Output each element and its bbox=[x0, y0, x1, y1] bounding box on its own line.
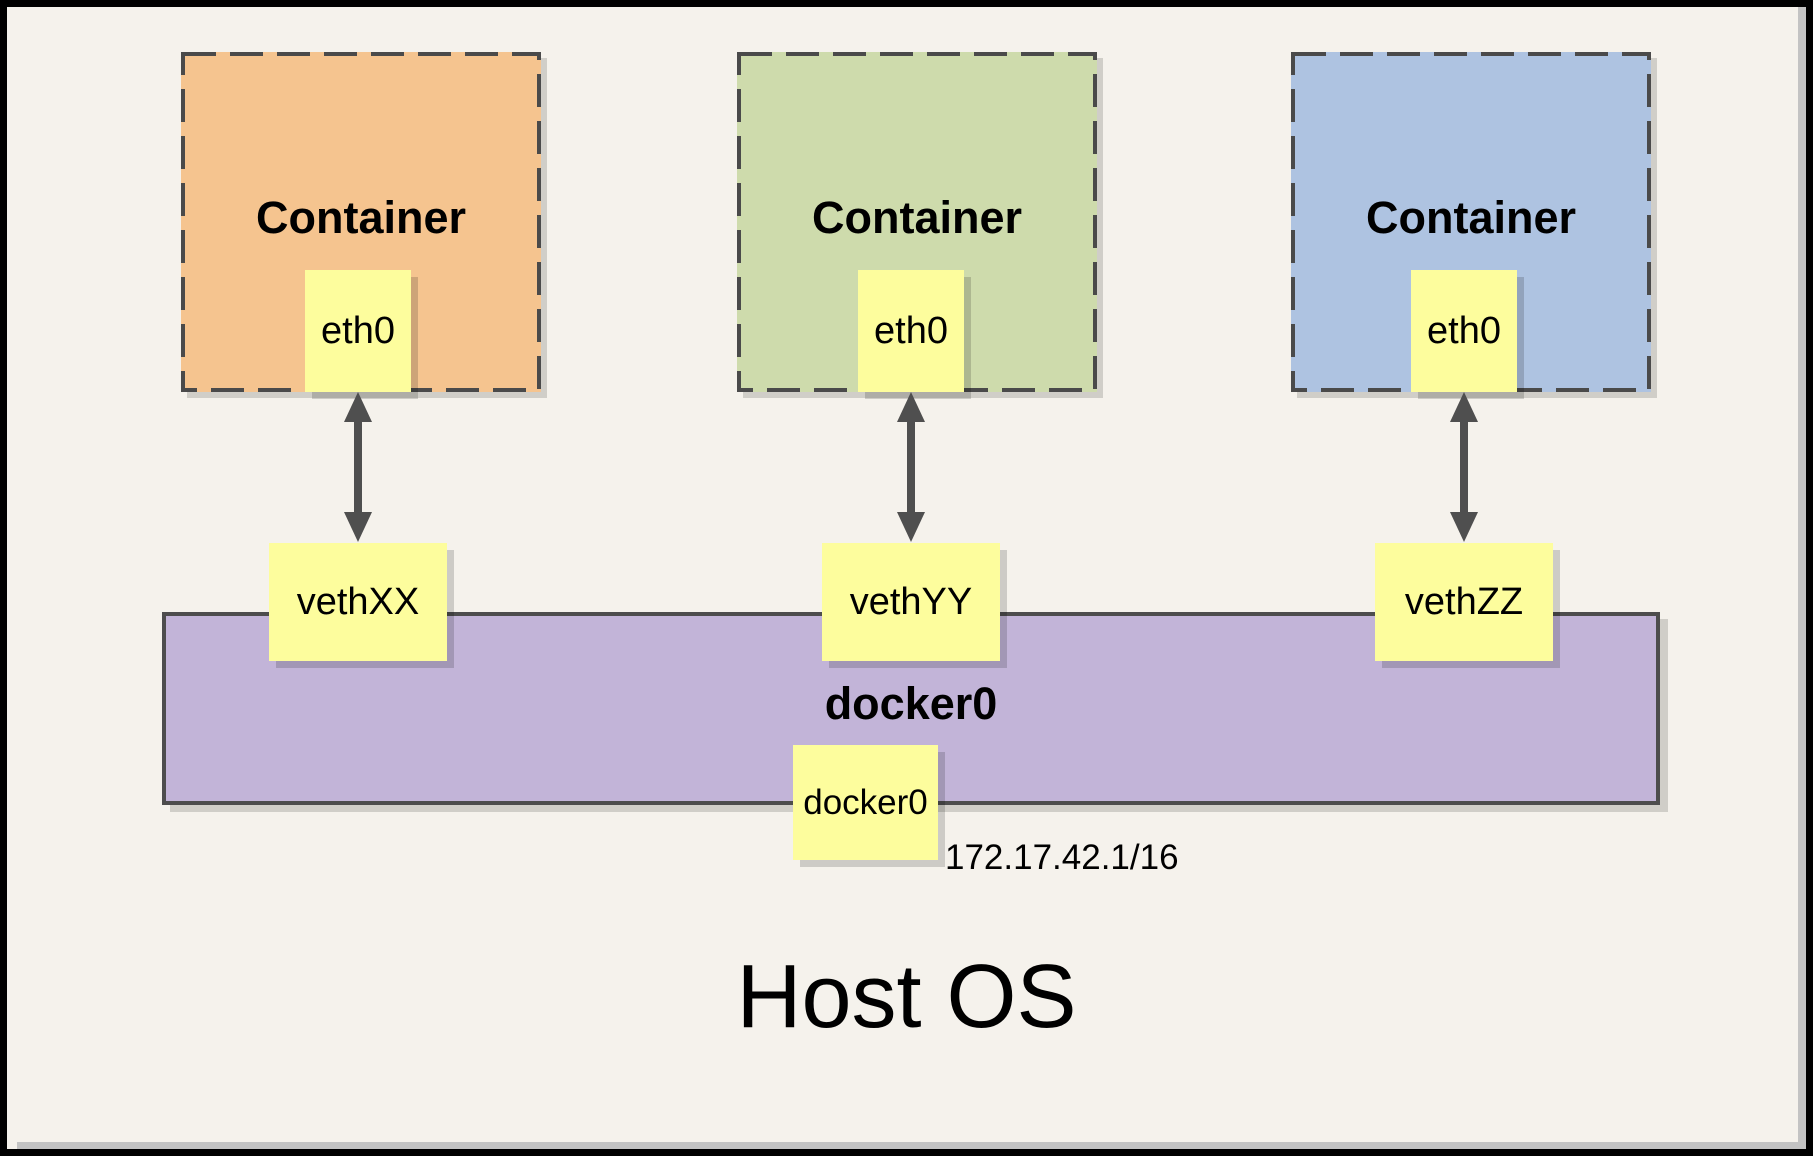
veth-label: vethXX bbox=[296, 581, 420, 623]
container-title: Container bbox=[1365, 192, 1576, 243]
docker0-label: docker0 bbox=[803, 783, 928, 822]
eth0-interface-box: eth0 bbox=[305, 270, 411, 392]
container-title: Container bbox=[811, 192, 1022, 243]
veth-label: vethZZ bbox=[1404, 581, 1524, 623]
veth-interface-box: vethXX bbox=[269, 543, 447, 661]
eth0-label: eth0 bbox=[321, 310, 395, 352]
frame-shadow-bottom bbox=[17, 1142, 1806, 1149]
container-box-1: Container eth0 bbox=[181, 52, 541, 392]
eth0-veth-arrow-icon bbox=[1450, 392, 1478, 542]
veth-interface-box: vethZZ bbox=[1375, 543, 1553, 661]
frame-shadow-right bbox=[1798, 7, 1806, 1149]
container-box-3: Container eth0 bbox=[1291, 52, 1651, 392]
eth0-veth-arrow-icon bbox=[897, 392, 925, 542]
host-os-label: Host OS bbox=[736, 947, 1077, 1047]
eth0-interface-box: eth0 bbox=[858, 270, 964, 392]
bridge-ip-address: 172.17.42.1/16 bbox=[945, 838, 1179, 877]
veth-interface-box: vethYY bbox=[822, 543, 1000, 661]
docker0-bridge-label: docker0 bbox=[824, 678, 998, 729]
eth0-label: eth0 bbox=[1427, 310, 1501, 352]
docker0-interface-box: docker0 bbox=[793, 745, 938, 860]
veth-label: vethYY bbox=[849, 581, 973, 623]
eth0-interface-box: eth0 bbox=[1411, 270, 1517, 392]
container-title: Container bbox=[255, 192, 466, 243]
container-box-2: Container eth0 bbox=[737, 52, 1097, 392]
eth0-veth-arrow-icon bbox=[344, 392, 372, 542]
eth0-label: eth0 bbox=[874, 310, 948, 352]
